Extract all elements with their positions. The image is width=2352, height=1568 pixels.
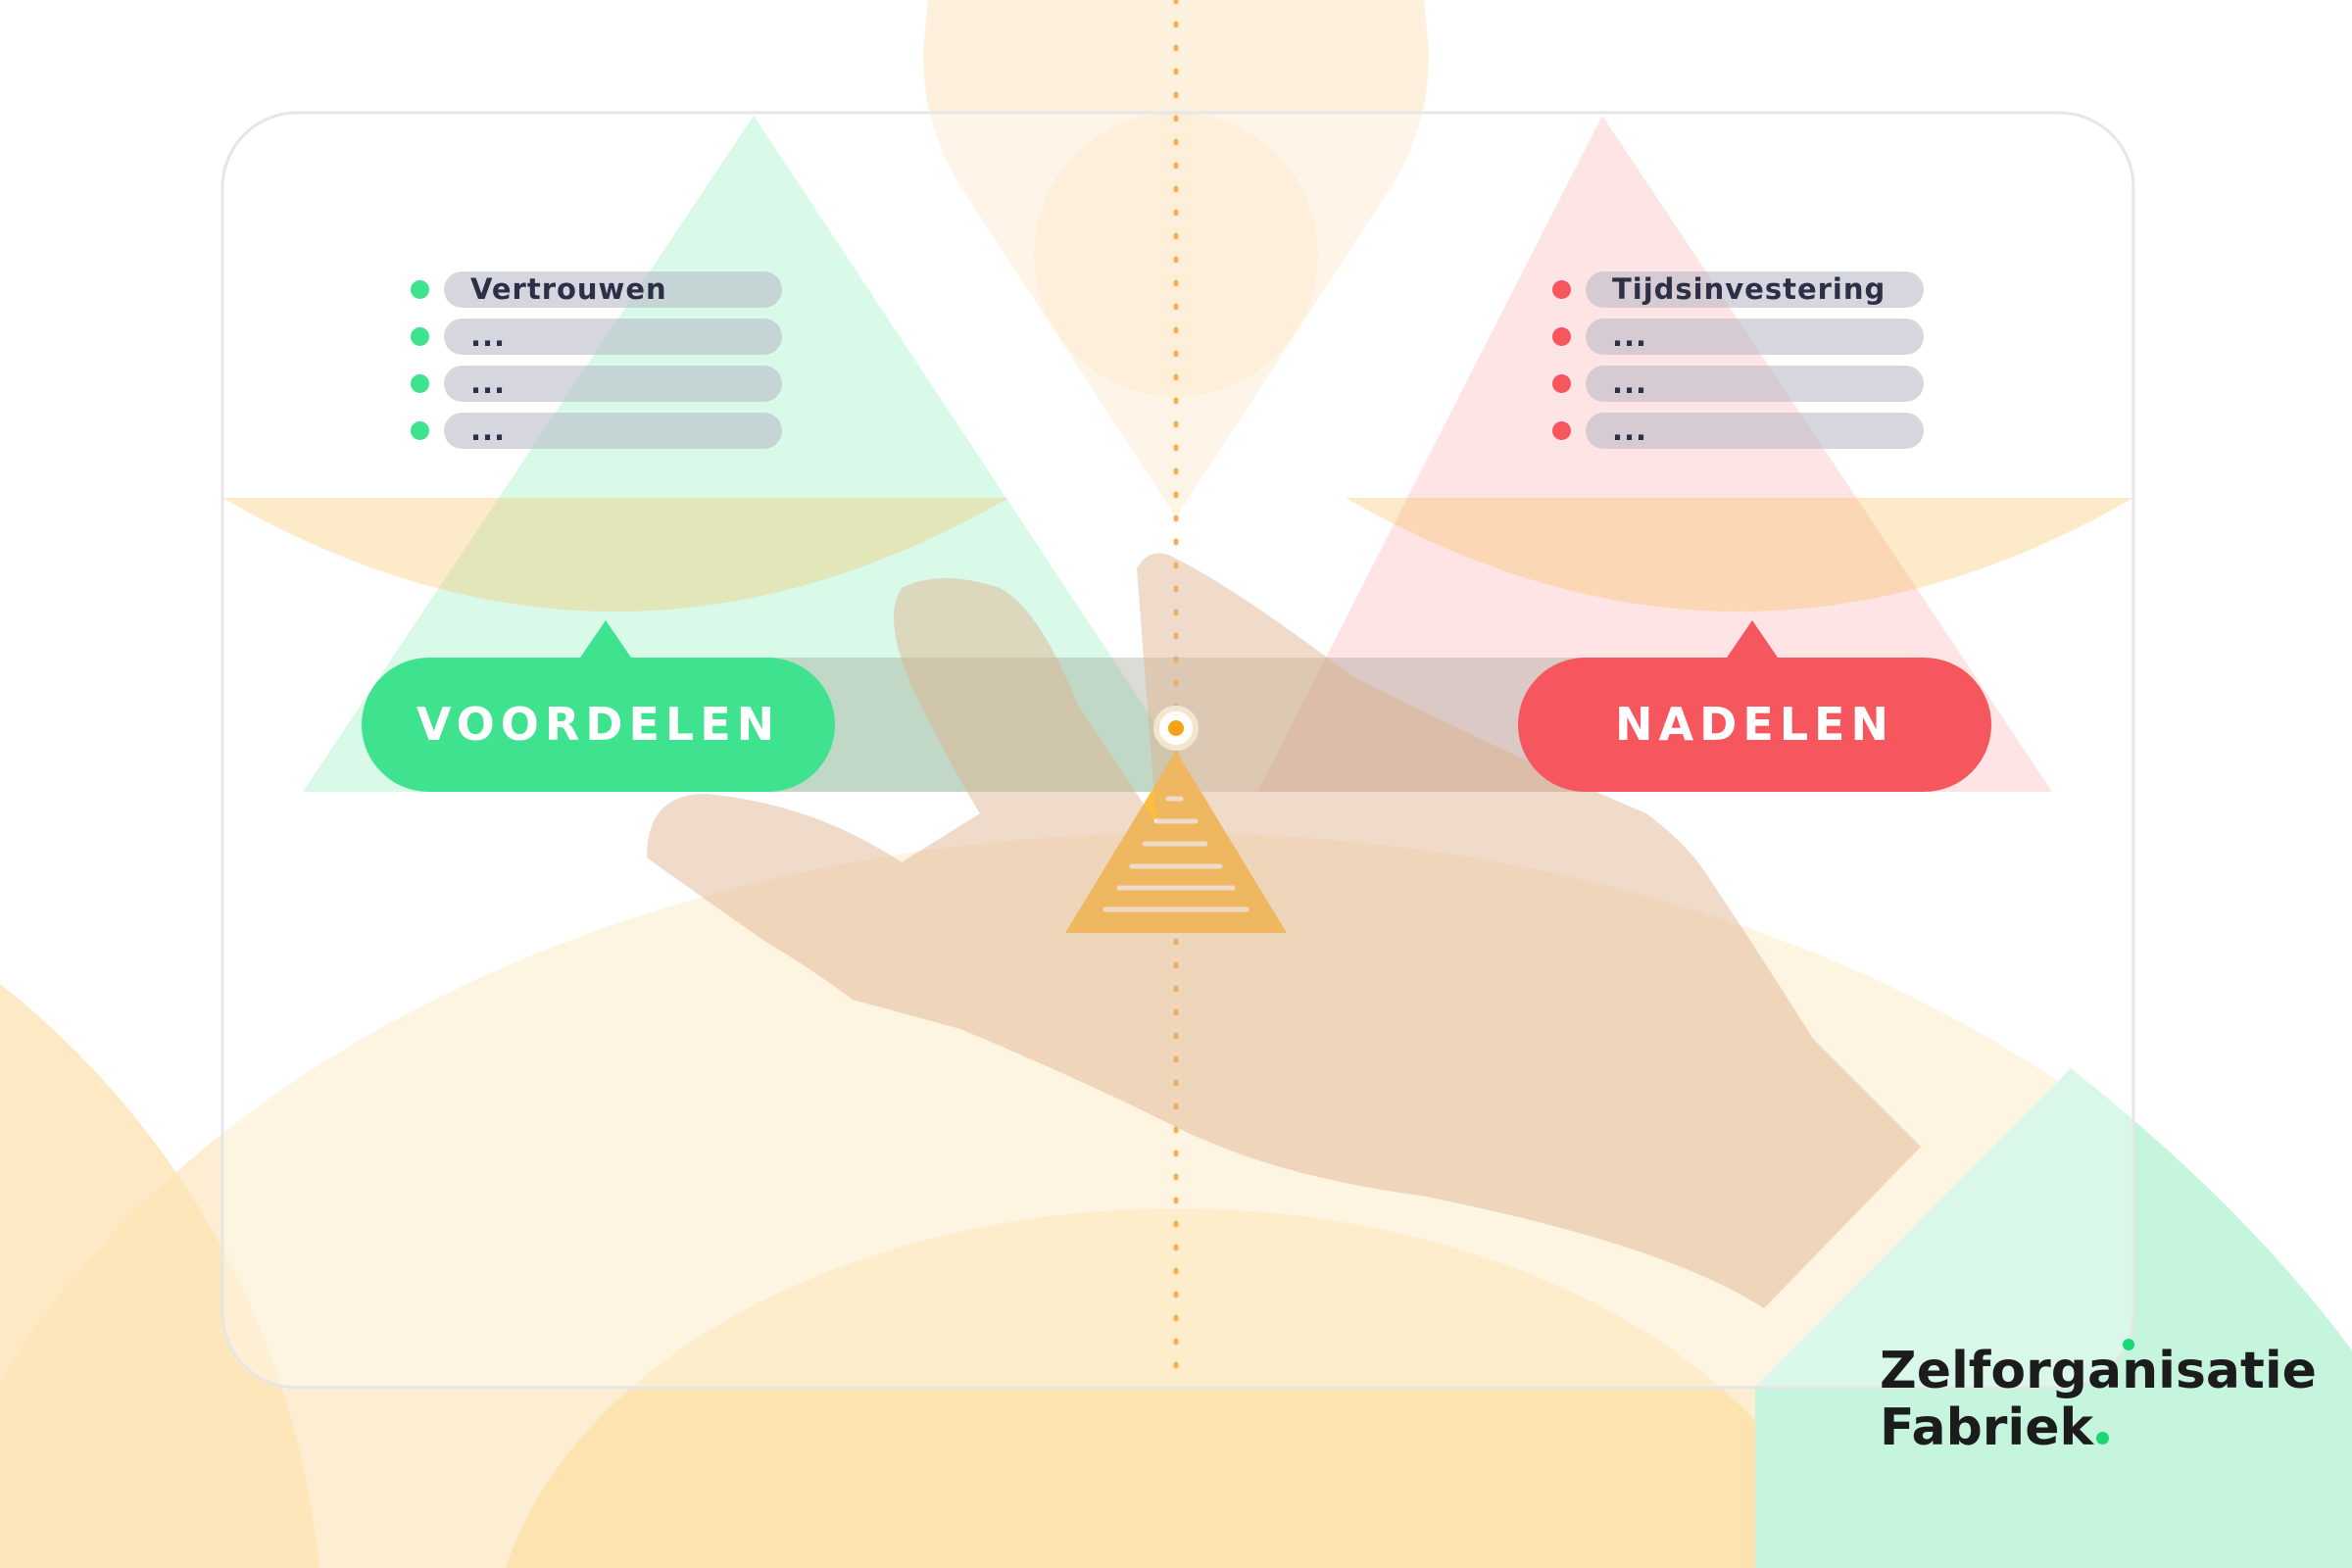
logo-dot: [2096, 1432, 2110, 1445]
bullet-icon: [411, 374, 429, 393]
green-triangle: [303, 116, 1200, 792]
green-corner-shape: [1755, 1068, 2352, 1568]
voordelen-label: VOORDELEN: [362, 658, 835, 792]
list-item-label: ...: [1612, 319, 1648, 353]
hand: [647, 553, 1921, 1308]
list-item: Tijdsinvestering: [1552, 271, 1944, 308]
left-bowl: [222, 498, 1008, 612]
logo: Zelforganisatie Fabriek: [1880, 1339, 2317, 1457]
list-item: ...: [411, 413, 803, 449]
bullet-icon: [411, 421, 429, 440]
list-item: ...: [1552, 413, 1944, 449]
list-item: ...: [1552, 318, 1944, 355]
bullet-icon: [1552, 421, 1571, 440]
bullet-icon: [1552, 327, 1571, 346]
list-item: Vertrouwen: [411, 271, 803, 308]
pyramid-lines: [1102, 796, 1250, 912]
left-bowl-pointer: [580, 620, 631, 658]
bullet-icon: [411, 327, 429, 346]
list-item-label: ...: [470, 367, 507, 400]
red-triangle: [1257, 116, 2052, 792]
top-circle: [1034, 113, 1318, 397]
logo-line-1: Zelforganisatie: [1880, 1342, 2317, 1400]
nadelen-label: NADELEN: [1518, 658, 1991, 792]
list-item: ...: [411, 318, 803, 355]
bullet-icon: [1552, 374, 1571, 393]
bullet-icon: [1552, 280, 1571, 299]
pivot-dot: [1168, 720, 1184, 736]
left-circle: [0, 984, 319, 1568]
list-item: ...: [1552, 366, 1944, 402]
list-item-label: ...: [470, 319, 507, 353]
list-item-label: ...: [470, 414, 507, 447]
list-item: ...: [411, 366, 803, 402]
bullet-icon: [411, 280, 429, 299]
logo-line-2: Fabriek: [1880, 1398, 2094, 1457]
right-bowl: [1346, 498, 2133, 612]
right-bowl-pointer: [1727, 620, 1778, 658]
list-item-label: ...: [1612, 367, 1648, 400]
list-item-label: Vertrouwen: [470, 272, 667, 306]
list-item-label: Tijdsinvestering: [1612, 272, 1886, 306]
list-item-label: ...: [1612, 414, 1648, 447]
logo-i-dot: [2123, 1339, 2134, 1350]
